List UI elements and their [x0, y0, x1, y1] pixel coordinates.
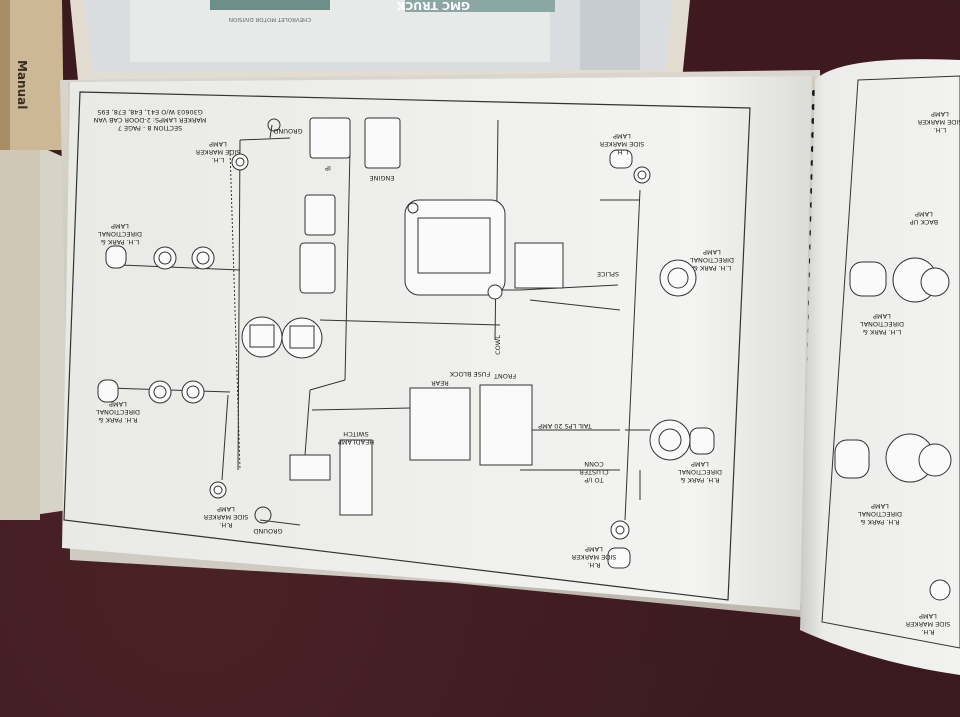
lh-park-r-1: L.H. PARK & — [693, 264, 731, 272]
splice-label: SPLICE — [597, 270, 619, 278]
to-ip-cluster-1: TO I/P — [584, 476, 604, 484]
rp-rh-park-1: R.H. PARK & — [860, 518, 899, 526]
rp-back-up-1: BACK UP — [910, 218, 938, 226]
right-page — [800, 59, 960, 675]
left-manual-stack — [0, 0, 70, 520]
lh-park-l-3: LAMP — [111, 222, 129, 230]
rp-lh-park-3: LAMP — [873, 312, 891, 320]
lh-side-tr-2: SIDE MARKER — [599, 140, 644, 148]
to-ip-cluster-2: CLUSTER — [579, 468, 609, 476]
rp-back-up-2: LAMP — [915, 210, 933, 218]
top-book-line-1: CHEVROLET MOTOR DIVISION — [229, 16, 311, 22]
rp-rh-park-2: DIRECTIONAL — [858, 510, 902, 518]
rp-lh-side-2: SIDE MARKER — [917, 118, 960, 126]
lh-side-tl-1: L.H. — [212, 156, 225, 164]
lh-side-tl-2: SIDE MARKER — [195, 148, 240, 156]
rp-rh-side-2: SIDE MARKER — [905, 620, 950, 628]
lh-park-l-1: L.H. PARK & — [101, 238, 139, 246]
rp-rh-side-1: R.H. — [921, 628, 934, 636]
ip-label: IP — [325, 164, 331, 172]
top-manual-text-block: CHEVROLET MOTOR DIVISION — [229, 16, 311, 22]
rh-side-marker-bl-1: R.H. — [219, 521, 232, 529]
rp-lh-park-1: L.H. PARK & — [863, 328, 901, 336]
ground-bl: GROUND — [253, 527, 282, 535]
fuse-block-label: FUSE BLOCK — [449, 370, 490, 378]
right-page-text: L.H. SIDE MARKER LAMP L.H. PARK & DIRECT… — [858, 110, 960, 636]
lh-park-r-2: DIRECTIONAL — [690, 256, 734, 264]
rh-park-r-3: LAMP — [691, 460, 709, 468]
rh-side-br-3: LAMP — [585, 545, 603, 553]
lh-side-tr-1: L.H. — [616, 148, 629, 156]
rh-side-marker-bl-3: LAMP — [217, 505, 235, 513]
front-label: FRONT — [494, 372, 516, 380]
rh-park-r-2: DIRECTIONAL — [678, 468, 722, 476]
ground-tl: GROUND — [273, 127, 302, 135]
engine-label: ENGINE — [370, 174, 395, 182]
top-book-brand: GMC TRUCK — [396, 0, 470, 12]
left-book-spine-text: Manual — [15, 60, 29, 109]
headlamp-switch-2: SWITCH — [343, 430, 369, 438]
wiring-diagram-left — [109, 118, 650, 526]
top-manual-cover — [70, 0, 690, 80]
rh-side-marker-bl-2: SIDE MARKER — [203, 513, 248, 521]
left-page — [62, 76, 812, 610]
rh-park-l-3: LAMP — [109, 400, 127, 408]
rh-side-br-2: SIDE MARKER — [571, 553, 616, 561]
lh-side-tl-3: LAMP — [209, 140, 227, 148]
cowl-label: COWL — [494, 335, 502, 355]
rp-lh-side-1: L.H. — [934, 126, 947, 134]
rh-side-br-1: R.H. — [587, 561, 600, 569]
rh-park-l-2: DIRECTIONAL — [96, 408, 140, 416]
rp-rh-park-3: LAMP — [871, 502, 889, 510]
header-line-1: SECTION 8 - PAGE 7 — [118, 124, 183, 132]
rp-rh-side-3: LAMP — [919, 612, 937, 620]
lh-park-l-2: DIRECTIONAL — [98, 230, 142, 238]
rear-label: REAR — [431, 379, 449, 387]
headlamp-switch-1: HEADLAMP — [338, 438, 374, 446]
lh-park-r-3: LAMP — [703, 248, 721, 256]
header-line-3: G30603 W/O E41, E48, E78, E95 — [97, 108, 203, 116]
diagram-text: SECTION 8 - PAGE 7 MARKER LAMPS: 2-DOOR … — [93, 108, 734, 569]
rp-lh-side-3: LAMP — [931, 110, 949, 118]
diagram-components — [97, 117, 952, 601]
to-ip-cluster-3: CONN — [584, 460, 604, 468]
rh-park-l-1: R.H. PARK & — [98, 416, 137, 424]
header-line-2: MARKER LAMPS: 2-DOOR CAB VAN — [93, 116, 206, 124]
rp-lh-park-2: DIRECTIONAL — [860, 320, 904, 328]
lh-side-tr-3: LAMP — [613, 132, 631, 140]
rh-park-r-1: R.H. PARK & — [680, 476, 719, 484]
tail-lps-label: TAIL LPS 20 AMP — [538, 422, 593, 430]
